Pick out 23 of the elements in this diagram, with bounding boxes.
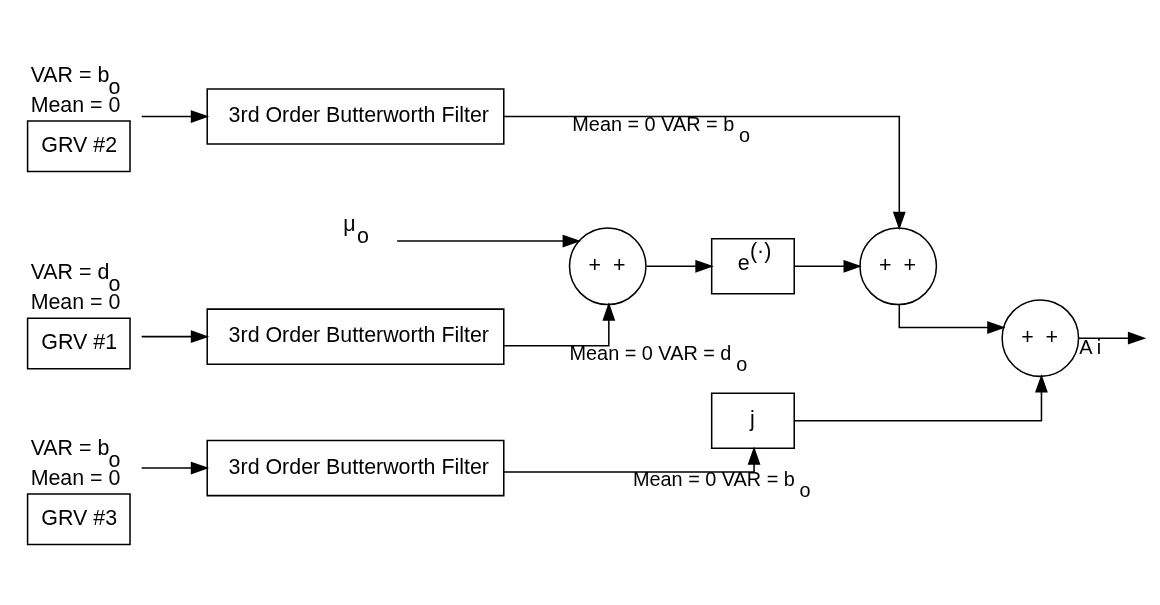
- arrow: [140, 329, 210, 343]
- arrow: [898, 303, 1006, 334]
- node-circle: + +: [859, 226, 938, 305]
- arrow: [645, 259, 714, 273]
- node-box: j: [710, 391, 795, 449]
- arrow: [396, 234, 581, 247]
- arrow: [793, 373, 1048, 421]
- arrow: [140, 109, 210, 123]
- node-box: GRV #1: [26, 317, 131, 369]
- arrow: [503, 115, 906, 230]
- edge-label: A i: [1079, 335, 1102, 358]
- node-box: 3rd Order Butterworth Filter: [206, 87, 505, 145]
- node-box: GRV #2: [26, 119, 131, 172]
- arrow: [140, 461, 210, 475]
- node-circle: + +: [568, 226, 647, 305]
- node-box: 3rd Order Butterworth Filter: [206, 307, 505, 365]
- arrow: [503, 301, 616, 347]
- node-box: GRV #3: [26, 492, 131, 545]
- node-circle: + +: [1001, 298, 1080, 377]
- arrow: [793, 259, 862, 273]
- arrow: [503, 445, 761, 473]
- arrow: [1077, 331, 1147, 345]
- node-box: 3rd Order Butterworth Filter: [206, 439, 505, 496]
